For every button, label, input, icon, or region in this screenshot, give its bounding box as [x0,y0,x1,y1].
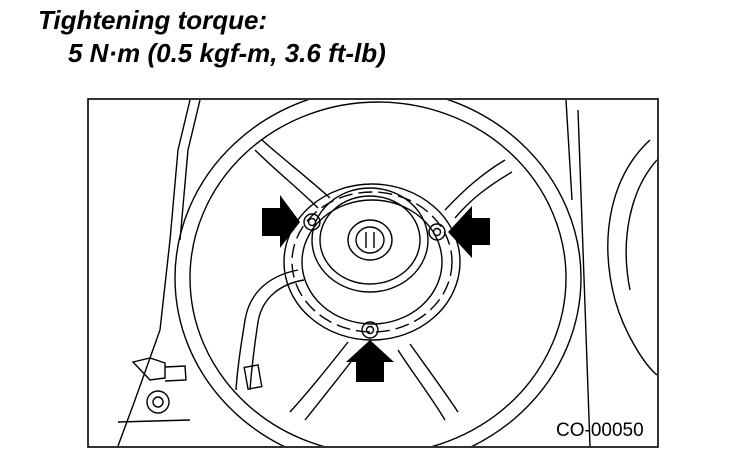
torque-heading: Tightening torque: 5 N·m (0.5 kgf-m, 3.6… [38,4,386,70]
diagram-frame [87,98,659,448]
figure-code: CO-00050 [556,420,644,441]
fan-shroud [117,100,657,446]
fan-ring [174,100,582,446]
torque-value: 5 N·m (0.5 kgf-m, 3.6 ft-lb) [68,38,386,68]
motor-bracket [283,183,461,341]
fan-motor [311,187,429,293]
motor-wire [235,269,305,391]
right-bolt-arrow [448,206,490,258]
torque-title: Tightening torque: [38,5,268,35]
arrow-icon [262,195,490,382]
left-bolt-arrow [262,195,300,248]
bolt-icon [303,213,446,339]
bottom-bolt-arrow [346,340,394,382]
fan-spokes [254,139,513,421]
